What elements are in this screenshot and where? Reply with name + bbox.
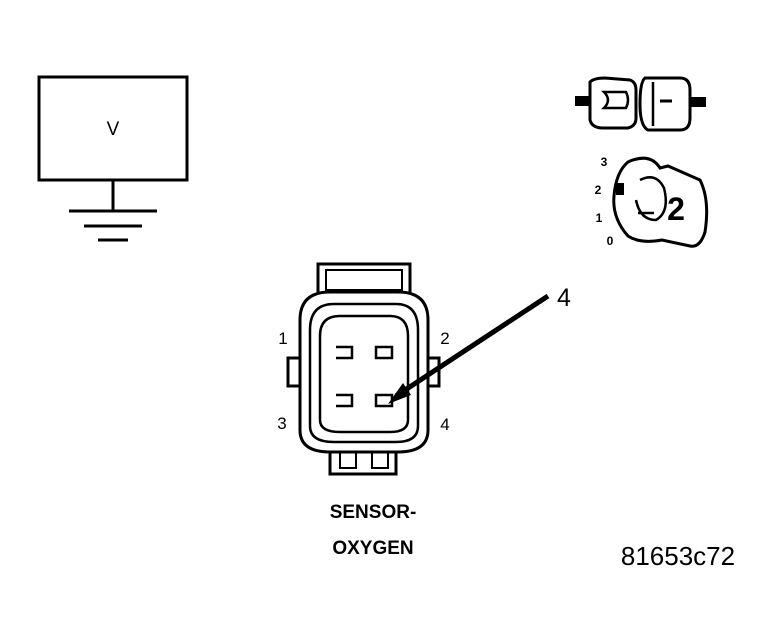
connector-pin-cavities [336,345,394,408]
pin-label-4: 4 [440,415,449,434]
oxygen-sensor-connector: 1 2 3 4 [277,262,450,476]
ignition-key-icon: 3 2 1 0 2 [595,155,709,248]
callout-number: 4 [557,284,571,312]
ignition-selected-position: 2 [667,191,685,227]
ignition-position-2: 2 [595,183,602,197]
voltmeter: V [37,75,189,242]
pin-label-1: 1 [278,329,287,348]
ignition-position-0: 0 [607,234,614,248]
ignition-position-3: 3 [601,155,608,169]
ground-icon [69,181,157,242]
connector-label-line1: SENSOR- [330,502,417,523]
connector-label-line2: OXYGEN [332,538,413,559]
pin-label-2: 2 [440,329,449,348]
pin-label-3: 3 [277,414,286,433]
callout-arrow [388,293,550,404]
ignition-position-1: 1 [596,211,603,225]
connector-disconnect-icon [575,76,706,132]
voltmeter-symbol: V [107,119,120,140]
figure-id: 81653c72 [621,541,735,571]
voltmeter-box [37,75,189,182]
